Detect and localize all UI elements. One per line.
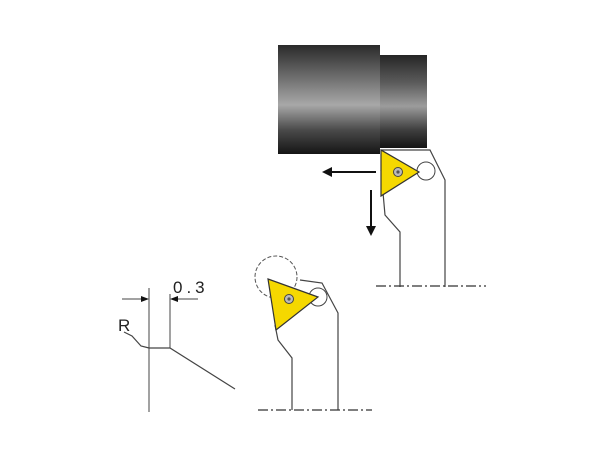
detail-profile	[123, 331, 236, 390]
lower-tool-holder	[254, 255, 372, 411]
feed-arrows	[322, 167, 376, 236]
workpiece	[278, 45, 427, 154]
lower-holder-body	[274, 279, 339, 410]
detail-dim-arrow-right	[170, 296, 178, 302]
workpiece-small-cylinder	[380, 55, 427, 148]
detail-view: R 0.3	[118, 278, 236, 412]
upper-clamp-circle	[416, 161, 436, 181]
lower-screw-center-icon	[287, 297, 291, 301]
offset-label: 0.3	[173, 278, 209, 297]
upper-tool-holder	[376, 148, 486, 287]
screw-center-icon	[396, 170, 400, 174]
workpiece-large-cylinder	[278, 45, 380, 154]
lower-insert	[267, 278, 320, 332]
detail-dim-arrow-left	[141, 296, 149, 302]
radius-label: R	[118, 316, 130, 335]
